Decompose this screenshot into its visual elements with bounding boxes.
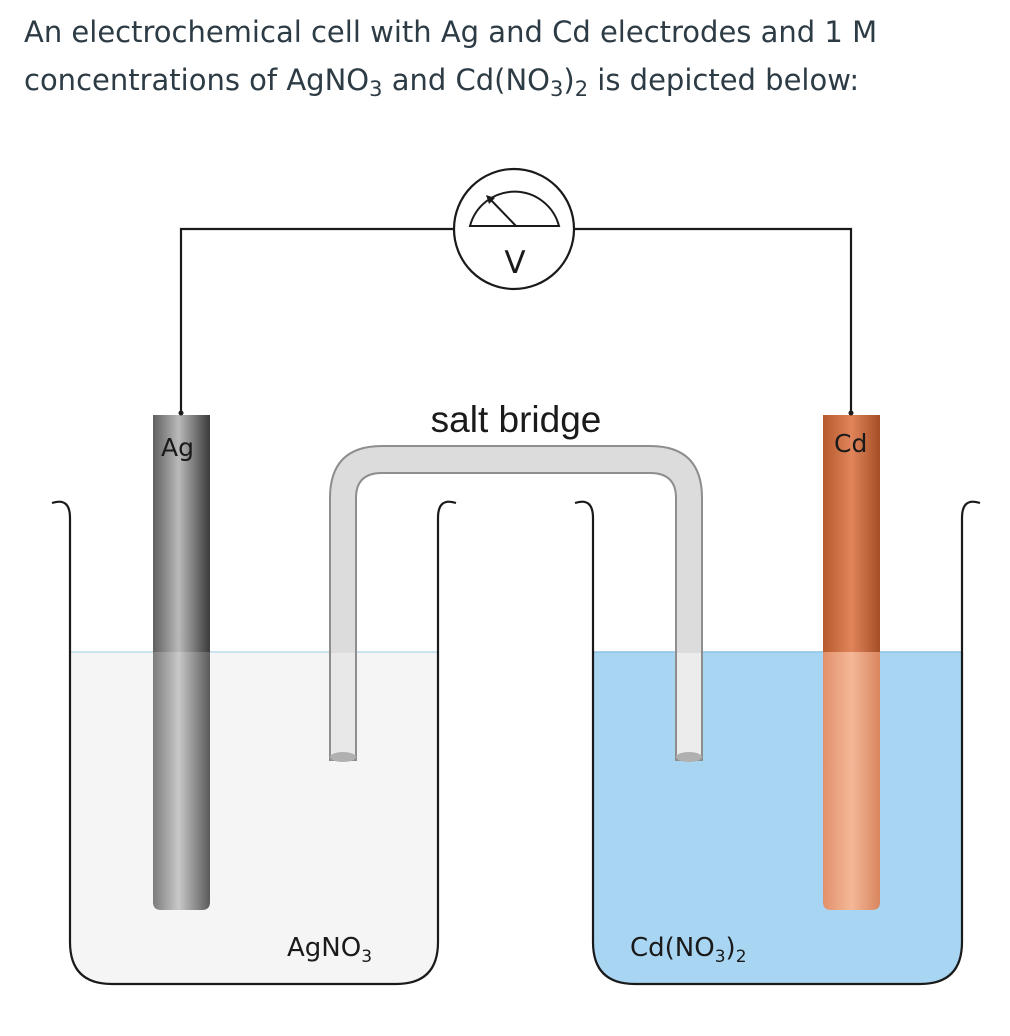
voltmeter-dial-icon	[468, 190, 561, 227]
cdno32-solution-label: Cd(NO3)2	[630, 933, 747, 967]
question-line-2-suffix: is depicted below:	[588, 63, 860, 97]
silver-electrode	[153, 415, 210, 652]
cadmium-electrode	[823, 415, 880, 652]
agno3-solution-label: AgNO3	[287, 933, 372, 967]
salt-bridge-tube	[329, 445, 703, 761]
cdno32-label-sub2: 2	[736, 947, 747, 967]
voltmeter-needle-arrow-icon	[486, 195, 495, 204]
salt-bridge-submerged-left	[331, 653, 355, 759]
voltmeter-label: V	[504, 245, 525, 281]
silver-electrode-label: Ag	[161, 433, 194, 462]
cadmium-electrode-submerged	[823, 652, 880, 910]
agno3-label-base: AgNO	[287, 933, 361, 963]
salt-bridge-end-left	[330, 752, 356, 762]
salt-bridge-label: salt bridge	[431, 399, 602, 440]
voltmeter: V	[452, 167, 576, 291]
right-wire-junction	[848, 410, 854, 416]
question-sub-2: 3	[550, 77, 564, 101]
cdno32-label-base: Cd(NO	[630, 933, 715, 963]
question-line-2-mid: and Cd(NO	[382, 63, 550, 97]
left-beaker	[51, 500, 457, 986]
right-beaker	[574, 500, 981, 986]
question-line-2-close: )	[563, 63, 575, 97]
salt-bridge-end-right	[676, 752, 702, 762]
question-sub-1: 3	[369, 77, 383, 101]
right-wire	[572, 227, 853, 413]
question-line-2: concentrations of AgNO3 and Cd(NO3)2 is …	[24, 56, 984, 104]
left-wire-junction	[178, 410, 184, 416]
agno3-solution	[70, 652, 438, 984]
cdno32-label-close: )	[726, 933, 736, 963]
question-line-2-prefix: concentrations of AgNO	[24, 63, 370, 97]
cdno32-label-sub1: 3	[715, 947, 726, 967]
silver-electrode-submerged	[153, 652, 210, 910]
question-line-1: An electrochemical cell with Ag and Cd e…	[24, 15, 878, 49]
salt-bridge-submerged-right	[677, 653, 701, 759]
left-wire	[179, 227, 456, 413]
agno3-label-sub: 3	[361, 947, 372, 967]
question-text: An electrochemical cell with Ag and Cd e…	[24, 8, 984, 104]
voltmeter-needle	[488, 197, 517, 227]
question-sub-3: 2	[574, 77, 589, 101]
cadmium-electrode-label: Cd	[834, 429, 867, 458]
